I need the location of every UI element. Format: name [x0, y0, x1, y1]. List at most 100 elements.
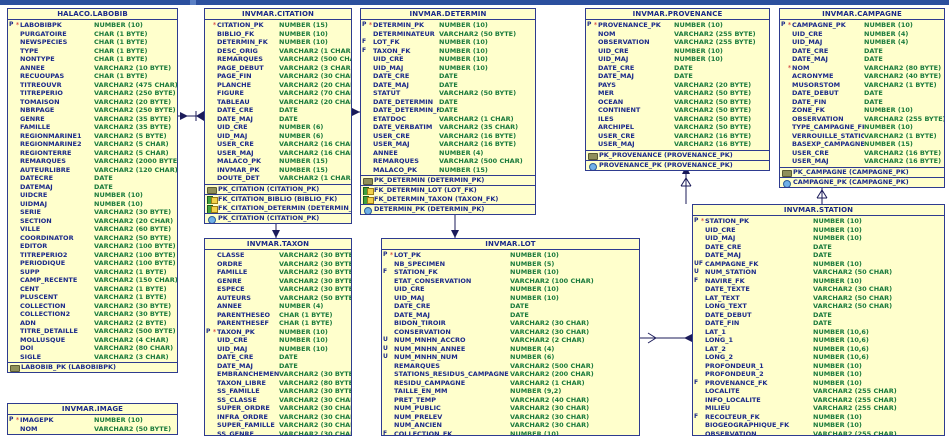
constraint-row[interactable]: PK_DETERMIN (DETERMIN_PK)	[361, 176, 535, 185]
constraint-row[interactable]: PK_CITATION (CITATION_PK)	[205, 185, 351, 194]
constraint-row[interactable]: PK_PROVENANCE (PROVENANCE_PK)	[586, 151, 769, 160]
constraint-row[interactable]: PROVENANCE_PK (PROVENANCE_PK)	[586, 161, 769, 170]
constraint-row[interactable]: DETERMIN_PK (DETERMIN_PK)	[361, 205, 535, 214]
column-row[interactable]: VERROUILLE_STATIONSVARCHAR2 (1 BYTE)	[780, 132, 944, 141]
constraint-row[interactable]: PK_CAMPAGNE (CAMPAGNE_PK)	[780, 168, 944, 177]
constraint-row[interactable]: FK_CITATION_BIBLIO (BIBLIO_FK)	[205, 195, 351, 204]
constraint-row[interactable]: FK_DETERMIN_TAXON (TAXON_FK)	[361, 195, 535, 204]
column-row[interactable]: BASEXP_CAMPAGNEFKNUMBER (15)	[780, 140, 944, 149]
constraint-row[interactable]: FK_CITATION_DETERMIN (DETERMIN_FK)	[205, 204, 351, 213]
